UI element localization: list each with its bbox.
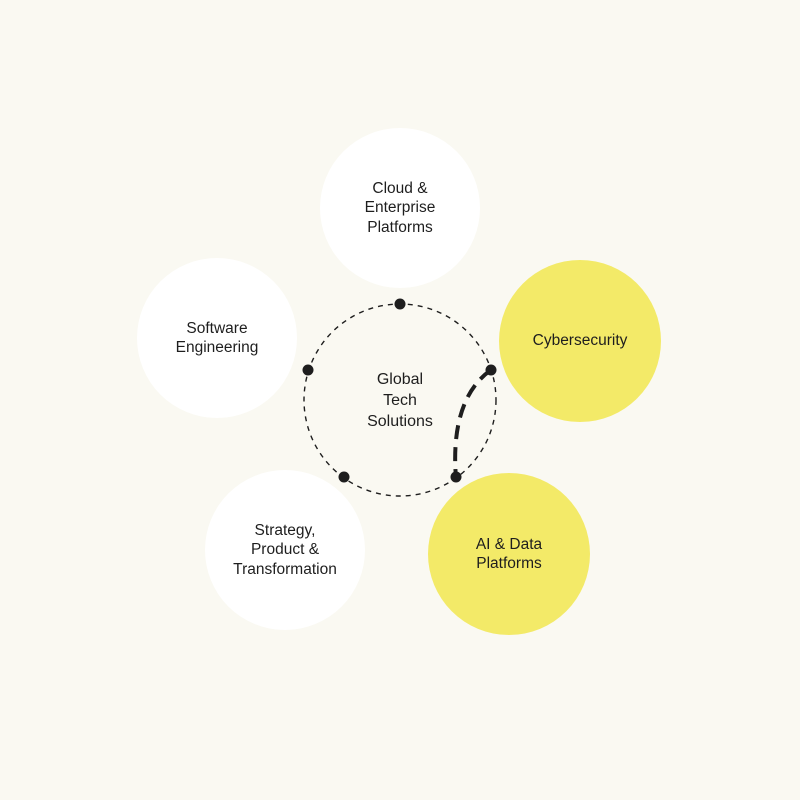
node-ai-data-platforms: AI & Data Platforms <box>428 473 590 635</box>
hub-label: Global Tech Solutions <box>367 370 433 430</box>
node-software-engineering: Software Engineering <box>137 258 297 418</box>
connector-dot-ai <box>450 471 462 483</box>
node-cloud-enterprise-platforms: Cloud & Enterprise Platforms <box>320 128 480 288</box>
connector-dot-software <box>302 364 314 376</box>
node-strategy-product-transformation: Strategy, Product & Transformation <box>205 470 365 630</box>
connector-dot-strategy <box>338 471 350 483</box>
node-cybersecurity: Cybersecurity <box>499 260 661 422</box>
connector-dot-cyber <box>485 364 497 376</box>
connector-dot-cloud <box>394 298 406 310</box>
